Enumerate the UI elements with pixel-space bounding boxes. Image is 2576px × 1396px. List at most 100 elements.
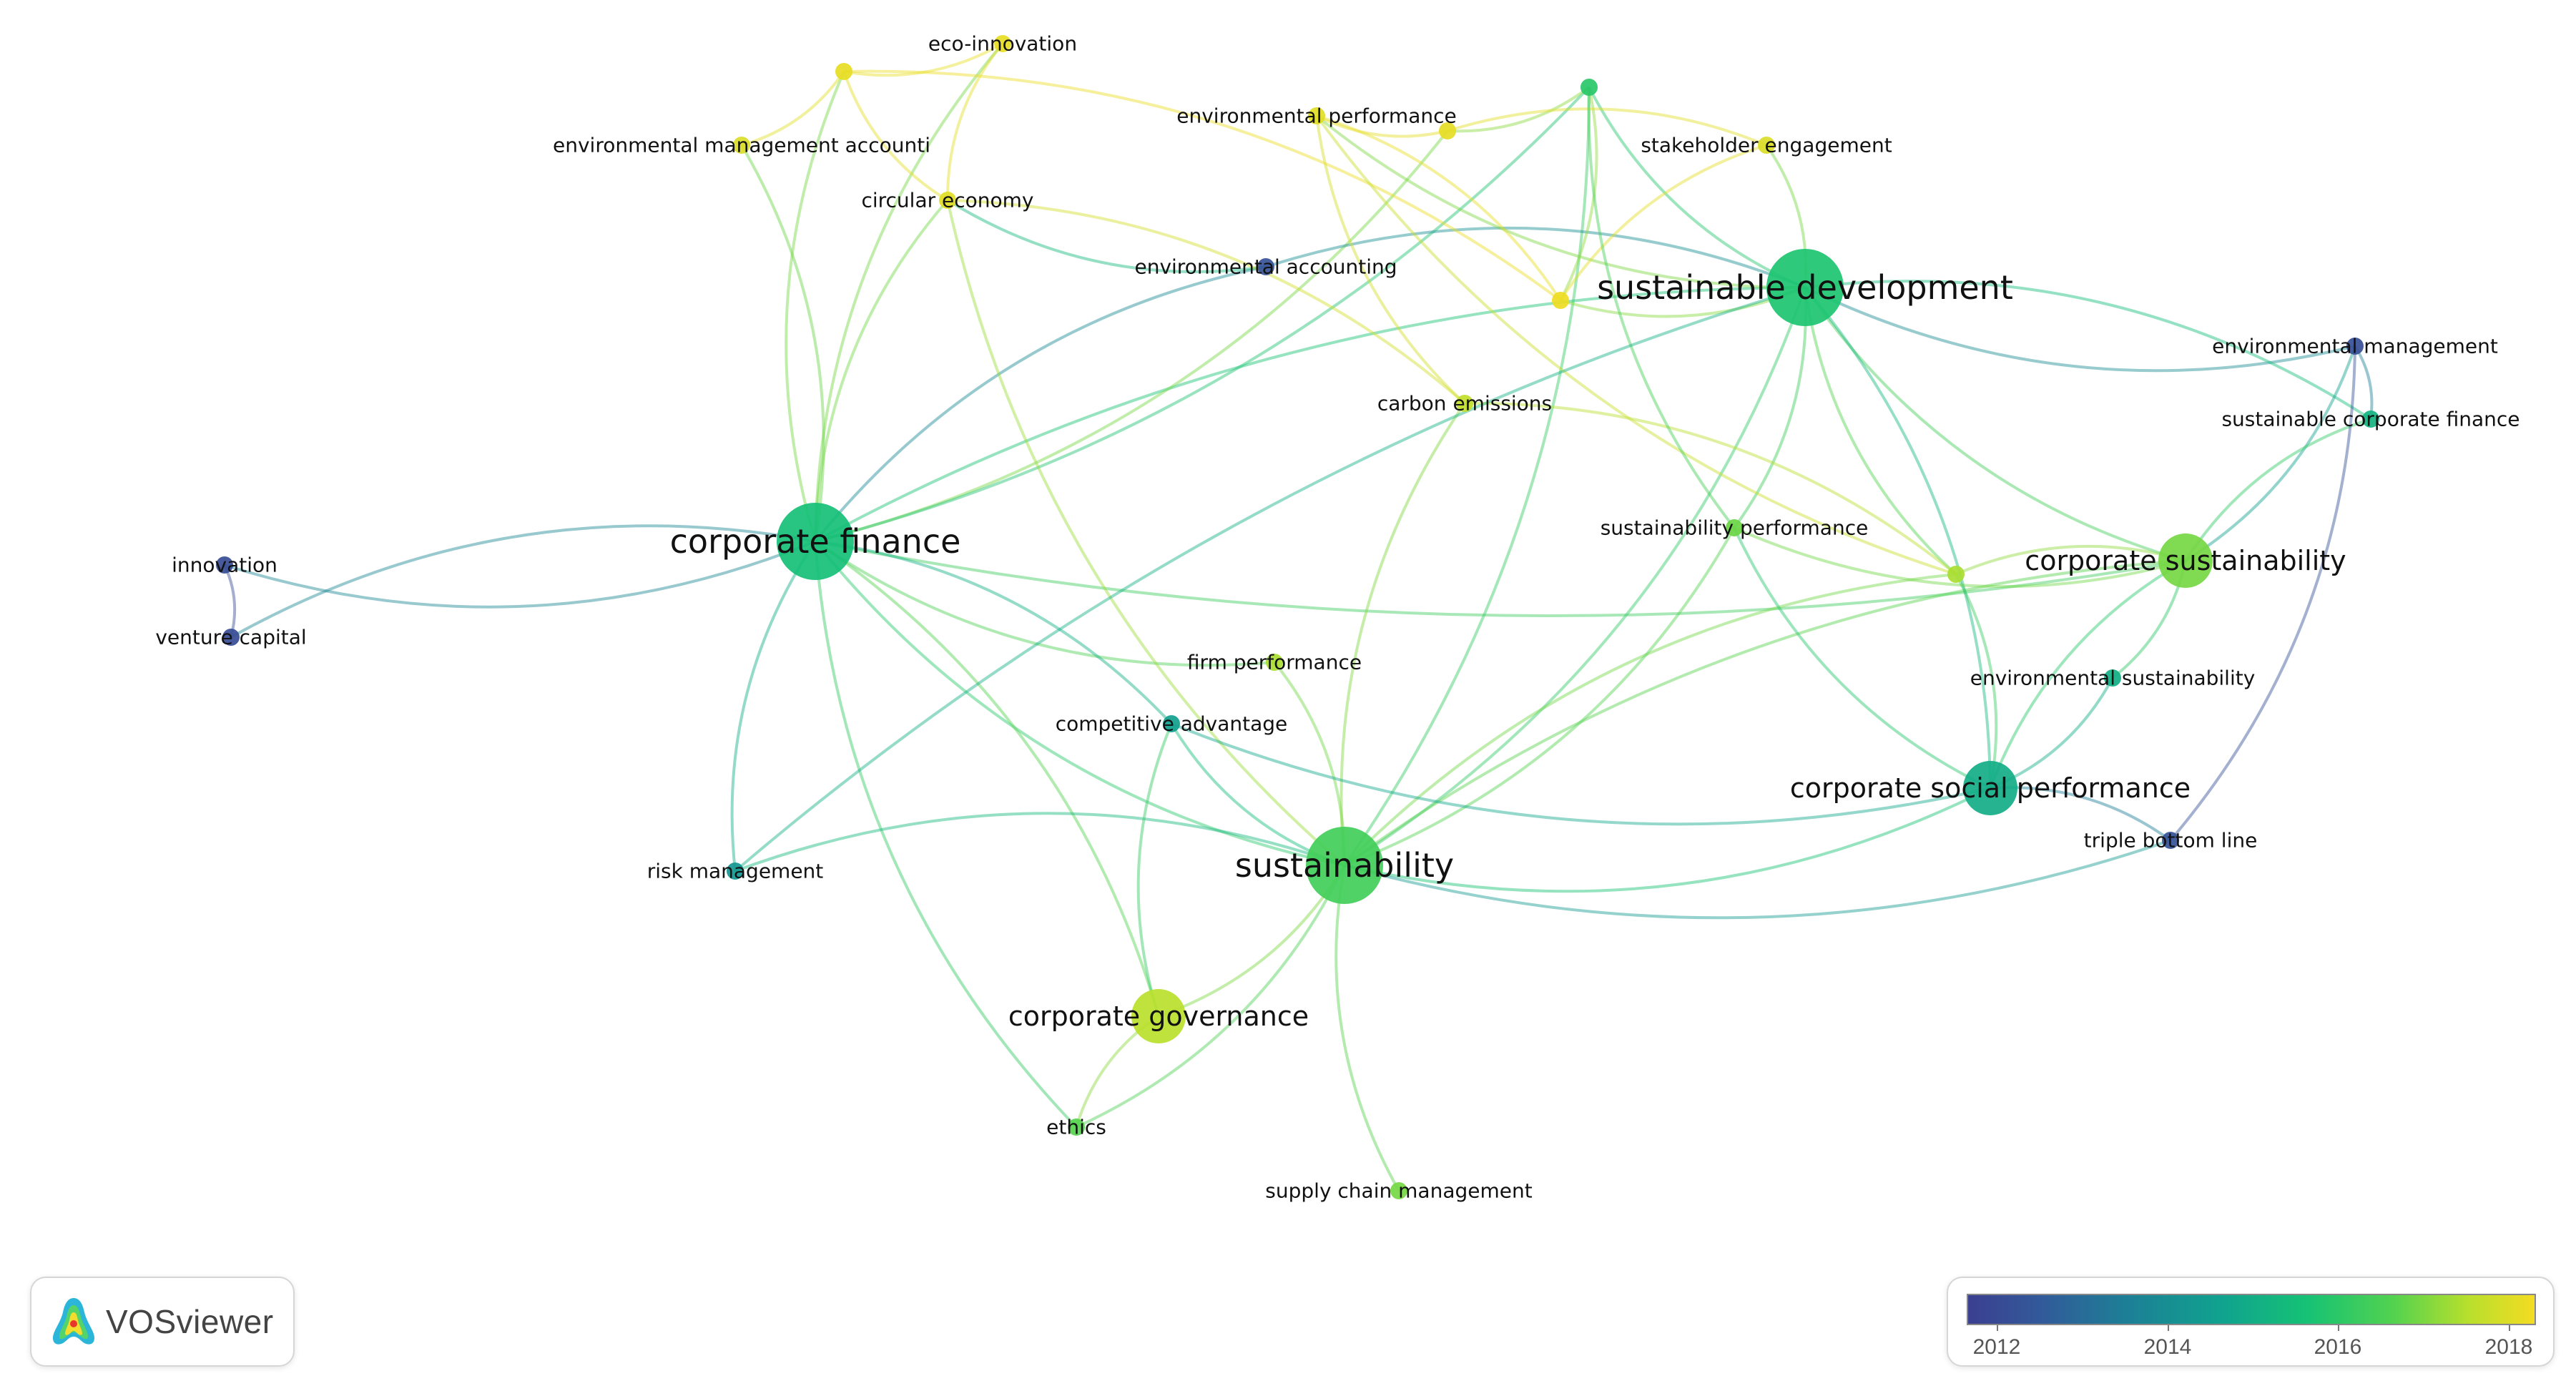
label-triple-bottom-line[interactable]: triple bottom line [2084, 829, 2258, 852]
label-stakeholder-engagement[interactable]: stakeholder engagement [1641, 134, 1892, 157]
label-sustainability[interactable]: sustainability [1235, 846, 1454, 885]
edge-sustainability-carbon-emissions [1339, 402, 1466, 866]
node-unlabeled-3[interactable] [835, 63, 852, 80]
edge-sustainability-supply-chain-management [1334, 865, 1400, 1191]
label-ethics[interactable]: ethics [1046, 1116, 1106, 1139]
node-environmental-management-accounti[interactable] [733, 137, 750, 154]
label-environmental-performance[interactable]: environmental performance [1176, 104, 1456, 128]
node-corporate-sustainability[interactable] [2158, 534, 2213, 588]
edge-corporate-sustainability-environmental-management [2184, 345, 2356, 562]
edge-corporate-finance-risk-management [730, 540, 817, 872]
node-unlabeled-2[interactable] [1439, 122, 1456, 139]
edge-corporate-finance-innovation [224, 540, 816, 609]
edge-carbon-emissions-unlabeled-5 [1464, 401, 1957, 576]
label-venture-capital[interactable]: venture capital [155, 626, 306, 649]
edge-eco-innovation-unlabeled-3 [843, 42, 1003, 77]
edge-corporate-finance-corporate-governance [814, 540, 1160, 1017]
edge-unlabeled-1-sustainability-performance [1587, 87, 1736, 529]
label-environmental-management-accounti[interactable]: environmental management accounti [553, 134, 930, 157]
legend-label-2018: 2018 [2484, 1335, 2533, 1359]
node-unlabeled-1[interactable] [1580, 79, 1598, 96]
label-corporate-finance[interactable]: corporate finance [670, 522, 961, 561]
edge-sustainability-risk-management [734, 812, 1345, 872]
node-competitive-advantage[interactable] [1163, 715, 1180, 732]
node-eco-innovation[interactable] [994, 35, 1011, 52]
node-innovation[interactable] [216, 556, 233, 574]
node-environmental-accounting[interactable] [1257, 258, 1274, 275]
node-environmental-sustainability[interactable] [2104, 669, 2121, 687]
label-competitive-advantage[interactable]: competitive advantage [1056, 712, 1288, 736]
label-eco-innovation[interactable]: eco-innovation [928, 32, 1077, 56]
vosviewer-logo-icon [53, 1298, 94, 1345]
edge-unlabeled-5-environmental-performance [1315, 114, 1957, 576]
label-circular-economy[interactable]: circular economy [861, 189, 1033, 212]
label-supply-chain-management[interactable]: supply chain management [1265, 1179, 1532, 1203]
edge-sustainable-development-environmental-management [1804, 286, 2356, 373]
node-firm-performance[interactable] [1266, 654, 1283, 671]
node-supply-chain-management[interactable] [1390, 1182, 1407, 1199]
node-triple-bottom-line[interactable] [2162, 832, 2179, 849]
edge-corporate-finance-ethics [814, 541, 1078, 1129]
edge-eco-innovation-circular-economy [945, 42, 1004, 201]
label-sustainability-performance[interactable]: sustainability performance [1601, 516, 1869, 540]
edge-sustainability-unlabeled-1 [1343, 87, 1591, 867]
label-firm-performance[interactable]: firm performance [1187, 651, 1362, 674]
edge-corporate-finance-unlabeled-3 [785, 71, 845, 542]
legend-tick [2168, 1325, 2169, 1331]
node-environmental-management[interactable] [2346, 338, 2364, 355]
node-unlabeled-5[interactable] [1947, 566, 1965, 583]
edge-unlabeled-3-circular-economy [842, 71, 949, 202]
node-corporate-social-performance[interactable] [1963, 761, 2017, 815]
legend-tick [1997, 1325, 1998, 1331]
label-environmental-accounting[interactable]: environmental accounting [1134, 255, 1397, 279]
node-carbon-emissions[interactable] [1456, 395, 1473, 412]
label-layer: corporate finance sustainability sustainab… [155, 32, 2520, 1203]
label-environmental-management[interactable]: environmental management [2212, 335, 2498, 358]
node-stakeholder-engagement[interactable] [1758, 137, 1775, 154]
edge-sustainability-corporate-social-performance [1344, 787, 1991, 893]
edge-corporate-finance-competitive-advantage [815, 540, 1173, 725]
label-corporate-sustainability[interactable]: corporate sustainability [2025, 545, 2346, 576]
edge-corporate-finance-corporate-sustainability [815, 540, 2186, 617]
node-corporate-finance[interactable] [777, 503, 854, 580]
label-risk-management[interactable]: risk management [647, 860, 824, 883]
edge-corporate-finance-environmental-management-accounti [740, 144, 825, 542]
edge-sustainability-corporate-sustainability [1343, 559, 2186, 867]
vosviewer-logo-text: VOSviewer [106, 1303, 274, 1340]
node-venture-capital[interactable] [222, 629, 240, 646]
edge-triple-bottom-line-environmental-management [2169, 345, 2356, 842]
edge-unlabeled-2-unlabeled-1 [1447, 86, 1591, 133]
label-sustainable-development[interactable]: sustainable development [1597, 268, 2013, 307]
edge-sustainable-development-environmental-performance [1315, 114, 1806, 290]
edge-sustainable-development-corporate-social-performance [1804, 286, 1992, 789]
vosviewer-logo-badge: VOSviewer [30, 1277, 295, 1367]
edge-corporate-finance-sustainability [814, 540, 1345, 867]
node-unlabeled-4[interactable] [1552, 292, 1569, 309]
edge-unlabeled-4-stakeholder-engagement [1559, 144, 1767, 302]
edge-circular-economy-environmental-accounting [946, 199, 1267, 273]
edge-corporate-finance-circular-economy [814, 199, 949, 542]
node-sustainable-development[interactable] [1766, 249, 1844, 326]
label-environmental-sustainability[interactable]: environmental sustainability [1970, 667, 2256, 690]
node-sustainability[interactable] [1306, 827, 1383, 904]
node-ethics[interactable] [1068, 1119, 1085, 1136]
edge-corporate-finance-eco-innovation [814, 42, 1004, 542]
label-sustainable-corporate-finance[interactable]: sustainable corporate finance [2221, 408, 2520, 431]
node-sustainable-corporate-finance[interactable] [2362, 411, 2379, 428]
node-sustainability-performance[interactable] [1726, 519, 1743, 536]
edge-sustainability-unlabeled-5 [1343, 573, 1957, 867]
legend-label-2016: 2016 [2314, 1335, 2362, 1359]
label-innovation[interactable]: innovation [172, 554, 277, 577]
node-corporate-governance[interactable] [1131, 989, 1186, 1043]
node-risk-management[interactable] [727, 862, 744, 880]
label-carbon-emissions[interactable]: carbon emissions [1377, 392, 1552, 416]
edge-corporate-finance-unlabeled-1 [815, 86, 1591, 543]
node-environmental-performance[interactable] [1308, 107, 1325, 124]
node-circular-economy[interactable] [939, 192, 956, 209]
legend-tick [2338, 1325, 2339, 1331]
edge-sustainability-triple-bottom-line [1344, 839, 2171, 920]
label-corporate-social-performance[interactable]: corporate social performance [1790, 772, 2191, 804]
label-corporate-governance[interactable]: corporate governance [1008, 1001, 1309, 1032]
